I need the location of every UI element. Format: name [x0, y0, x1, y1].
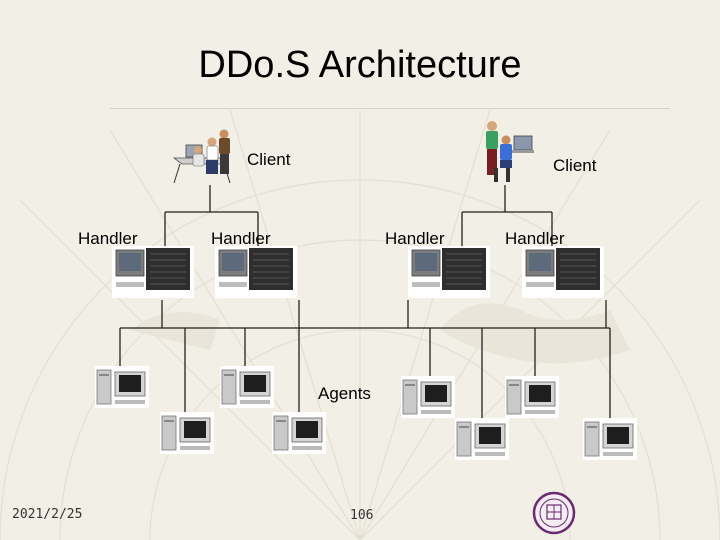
desktop-computer-icon	[583, 418, 637, 460]
desktop-computer-icon	[95, 366, 149, 408]
server-icon	[408, 246, 490, 298]
server-icon	[522, 246, 604, 298]
desktop-computer-icon	[505, 376, 559, 418]
people-at-computer-icon	[478, 118, 538, 186]
page-number: 106	[350, 508, 373, 523]
desktop-computer-icon	[160, 412, 214, 454]
desktop-computer-icon	[272, 412, 326, 454]
desktop-computer-icon	[220, 366, 274, 408]
client-label: Client	[247, 150, 290, 170]
server-icon	[112, 246, 194, 298]
server-icon	[215, 246, 297, 298]
people-at-computer-icon	[172, 128, 242, 186]
desktop-computer-icon	[455, 418, 509, 460]
footer-date: 2021/2/25	[12, 507, 82, 522]
desktop-computer-icon	[401, 376, 455, 418]
agents-label: Agents	[318, 384, 371, 404]
university-seal-icon	[532, 491, 576, 535]
client-label: Client	[553, 156, 596, 176]
